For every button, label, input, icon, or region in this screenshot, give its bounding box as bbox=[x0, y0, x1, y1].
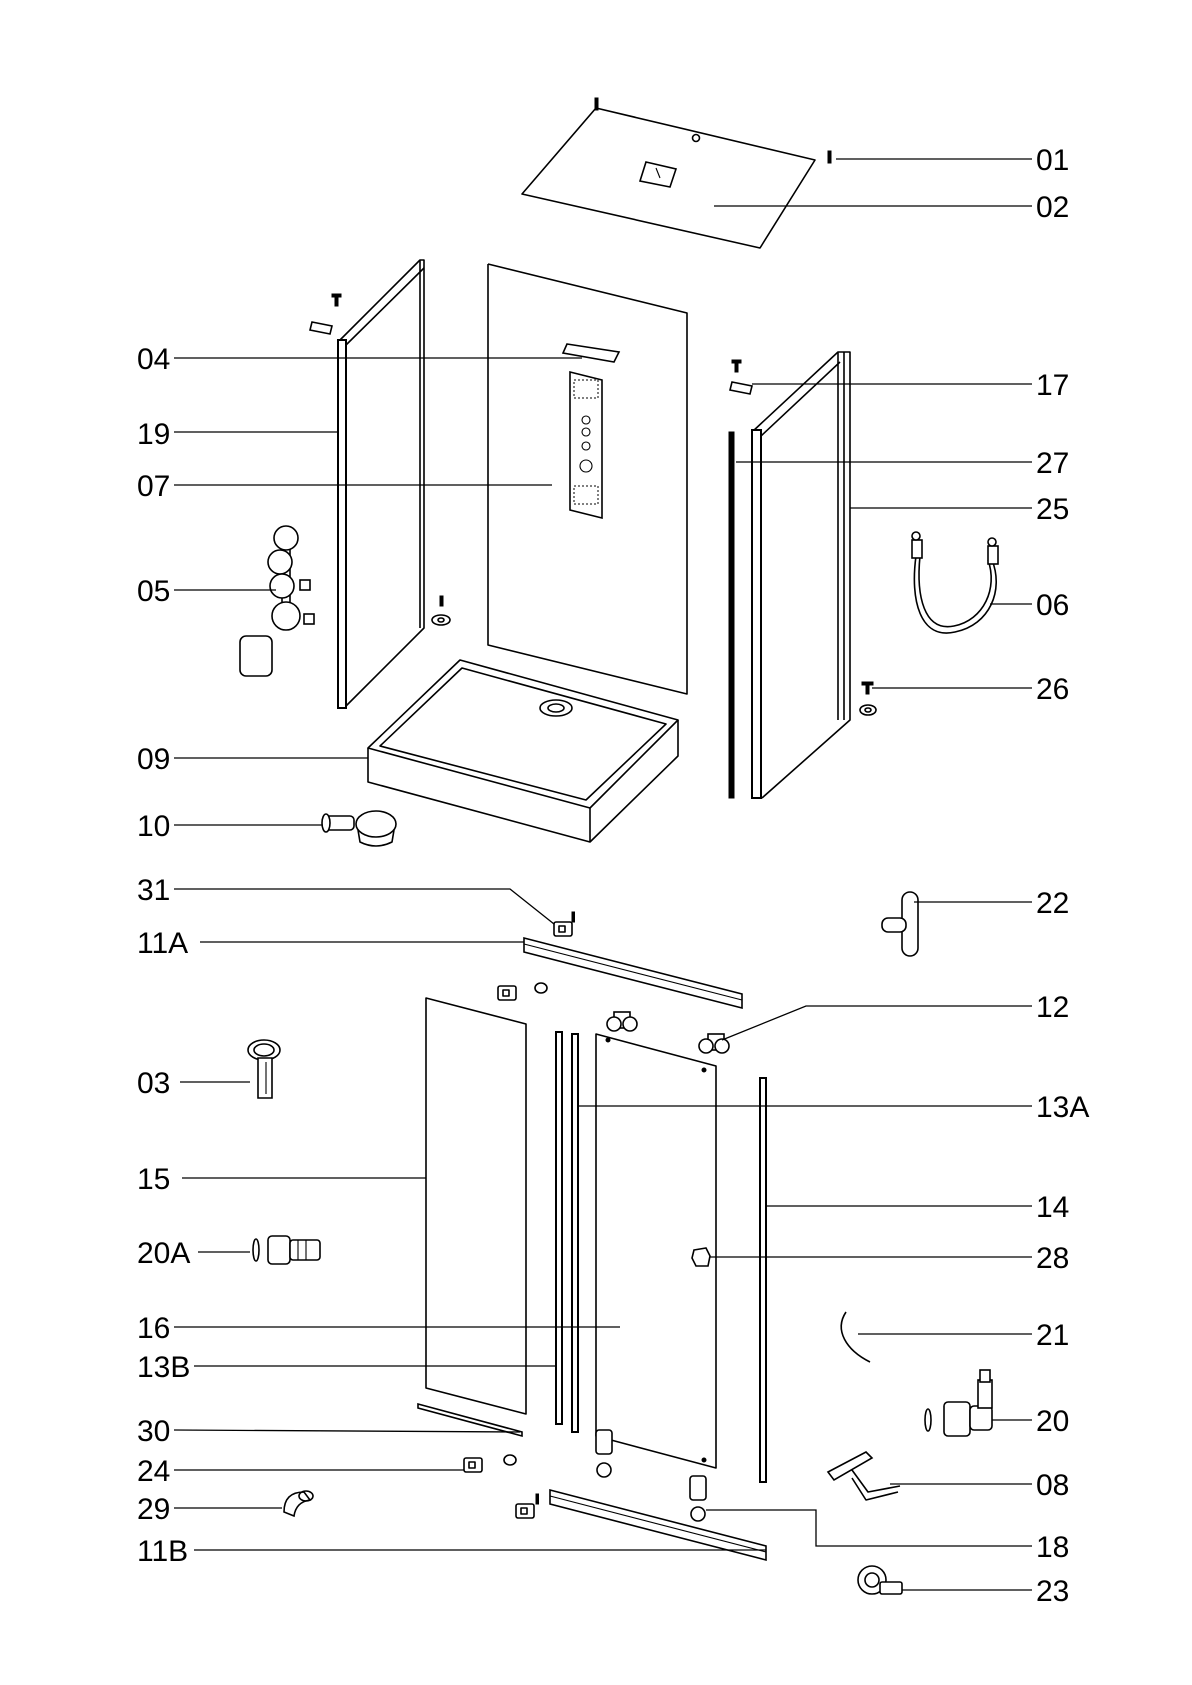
callout-06: 06 bbox=[1036, 589, 1069, 622]
callout-09: 09 bbox=[137, 743, 170, 776]
callout-11a: 11A bbox=[137, 927, 188, 960]
callout-20: 20 bbox=[1036, 1405, 1069, 1438]
callout-15: 15 bbox=[137, 1163, 170, 1196]
callout-14: 14 bbox=[1036, 1191, 1069, 1224]
callout-20a: 20A bbox=[137, 1237, 190, 1270]
diverter-valve bbox=[240, 526, 314, 676]
callout-13b: 13B bbox=[137, 1351, 190, 1384]
profile-13a bbox=[572, 1034, 578, 1432]
callout-12: 12 bbox=[1036, 991, 1069, 1024]
screw-icon bbox=[332, 294, 341, 306]
holder-08 bbox=[828, 1452, 900, 1500]
bracket-bottom bbox=[516, 1494, 539, 1518]
shower-hose bbox=[912, 532, 998, 633]
callout-01: 01 bbox=[1036, 144, 1069, 177]
bracket-24 bbox=[464, 1455, 516, 1472]
callout-04: 04 bbox=[137, 343, 170, 376]
callout-labels: 01 02 04 17 19 27 07 25 05 06 26 09 10 3… bbox=[137, 144, 1089, 1608]
callout-18: 18 bbox=[1036, 1531, 1069, 1564]
drain-waste bbox=[322, 811, 396, 846]
callout-07: 07 bbox=[137, 470, 170, 503]
callout-13a: 13A bbox=[1036, 1091, 1089, 1124]
fixed-door-panel bbox=[426, 998, 526, 1414]
callout-22: 22 bbox=[1036, 887, 1069, 920]
elbow-fitting-20 bbox=[925, 1370, 992, 1436]
callout-30: 30 bbox=[137, 1415, 170, 1448]
bracket-31 bbox=[554, 912, 575, 936]
callout-29: 29 bbox=[137, 1493, 170, 1526]
callout-21: 21 bbox=[1036, 1319, 1069, 1352]
tee-connector bbox=[882, 892, 918, 956]
screw-washer-right bbox=[860, 682, 876, 715]
clamp-23 bbox=[858, 1566, 902, 1594]
top-bracket-right bbox=[730, 382, 752, 394]
callout-05: 05 bbox=[137, 575, 170, 608]
callout-26: 26 bbox=[1036, 673, 1069, 706]
callout-19: 19 bbox=[137, 418, 170, 451]
callout-28: 28 bbox=[1036, 1242, 1069, 1275]
screw-icon bbox=[732, 360, 741, 372]
screw-washer-left bbox=[432, 596, 450, 625]
callout-24: 24 bbox=[137, 1455, 170, 1488]
callout-31: 31 bbox=[137, 874, 170, 907]
profile-13b bbox=[556, 1032, 562, 1424]
roof-panel bbox=[522, 108, 815, 248]
bracket-top-left bbox=[498, 983, 547, 1000]
hand-shower bbox=[248, 1040, 280, 1098]
screw-icon bbox=[595, 98, 831, 163]
shower-tray bbox=[368, 660, 678, 842]
curved-tube bbox=[841, 1312, 870, 1362]
top-bracket-left bbox=[310, 322, 332, 334]
callout-11b: 11B bbox=[137, 1535, 188, 1568]
right-side-panel bbox=[752, 352, 850, 798]
leader-lines bbox=[174, 159, 1032, 1590]
callout-16: 16 bbox=[137, 1312, 170, 1345]
left-side-panel bbox=[338, 260, 424, 708]
bracket-04 bbox=[563, 344, 619, 362]
callout-03: 03 bbox=[137, 1067, 170, 1100]
door-roller bbox=[607, 1012, 729, 1053]
callout-17: 17 bbox=[1036, 369, 1069, 402]
top-rail bbox=[524, 938, 742, 1008]
callout-10: 10 bbox=[137, 810, 170, 843]
callout-02: 02 bbox=[1036, 191, 1069, 224]
door-knob bbox=[692, 1248, 710, 1266]
seal-strip bbox=[729, 432, 734, 798]
profile-14 bbox=[760, 1078, 766, 1482]
control-column bbox=[570, 372, 602, 518]
elbow-29 bbox=[284, 1491, 313, 1516]
callout-25: 25 bbox=[1036, 493, 1069, 526]
callout-23: 23 bbox=[1036, 1575, 1069, 1608]
fitting-20a bbox=[253, 1236, 320, 1264]
callout-27: 27 bbox=[1036, 447, 1069, 480]
part-drawings bbox=[240, 98, 998, 1594]
callout-08: 08 bbox=[1036, 1469, 1069, 1502]
